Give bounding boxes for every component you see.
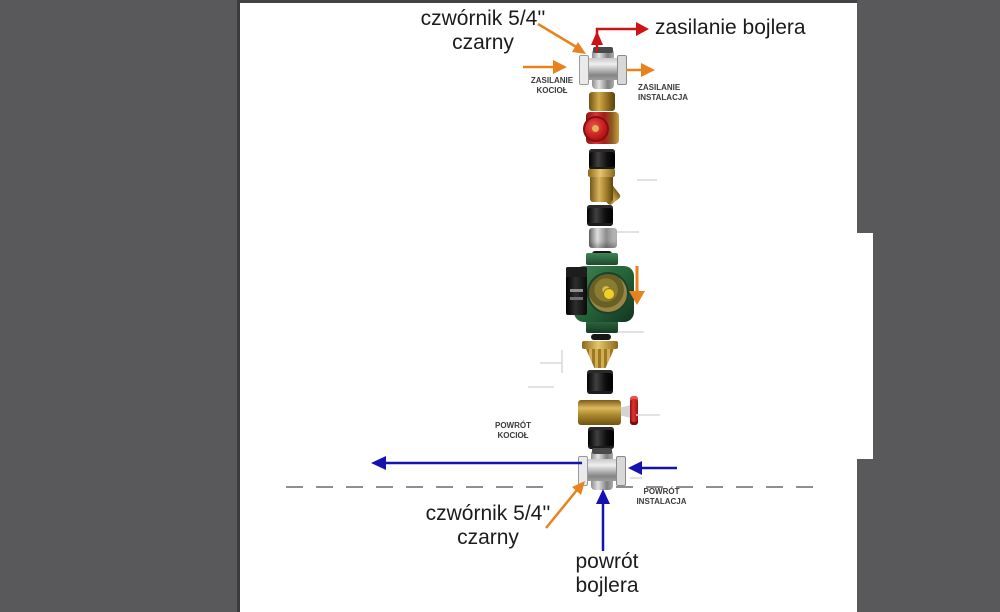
valve-handwheel (583, 116, 609, 142)
cross-fitting-bottom-icon (578, 448, 626, 492)
top-cross-label-line2: czarny (452, 31, 514, 54)
y-strainer-icon (582, 169, 622, 206)
canvas-top-edge (240, 0, 857, 3)
bottom-cross-label: czwórnik 5/4'' czarny (393, 502, 583, 550)
top-cross-label-line1: czwórnik 5/4'' (420, 7, 546, 30)
steel-union-icon (589, 228, 617, 248)
top-cross-label: czwórnik 5/4'' czarny (388, 7, 578, 55)
supply-installation-label: ZASILANIE INSTALACJA (638, 83, 689, 102)
black-nipple-icon (587, 205, 613, 226)
return-boiler-label: POWRÓT KOCIOŁ (495, 421, 531, 440)
circulation-pump-icon (566, 253, 638, 333)
bottom-cross-label-line1: czwórnik 5/4'' (425, 502, 551, 525)
black-nipple-icon (588, 427, 614, 449)
gasket-icon (591, 334, 611, 340)
check-valve-icon (582, 341, 618, 368)
black-nipple-icon (589, 149, 615, 170)
red-handle-valve-icon (578, 396, 638, 426)
boiler-return-label: powrót bojlera (575, 550, 639, 597)
black-nipple-icon (587, 370, 613, 394)
brass-nipple-icon (589, 92, 615, 111)
valve-red-handle (630, 396, 638, 425)
bottom-cross-label-line2: czarny (457, 526, 519, 549)
canvas-left-edge (237, 0, 240, 612)
canvas-right-tab (857, 233, 873, 459)
boiler-supply-label: zasilanie bojlera (655, 16, 806, 39)
return-installation-label: POWRÓT INSTALACJA (636, 487, 687, 506)
red-handwheel-valve-icon (583, 110, 621, 146)
supply-boiler-label: ZASILANIE KOCIOŁ (530, 76, 574, 95)
